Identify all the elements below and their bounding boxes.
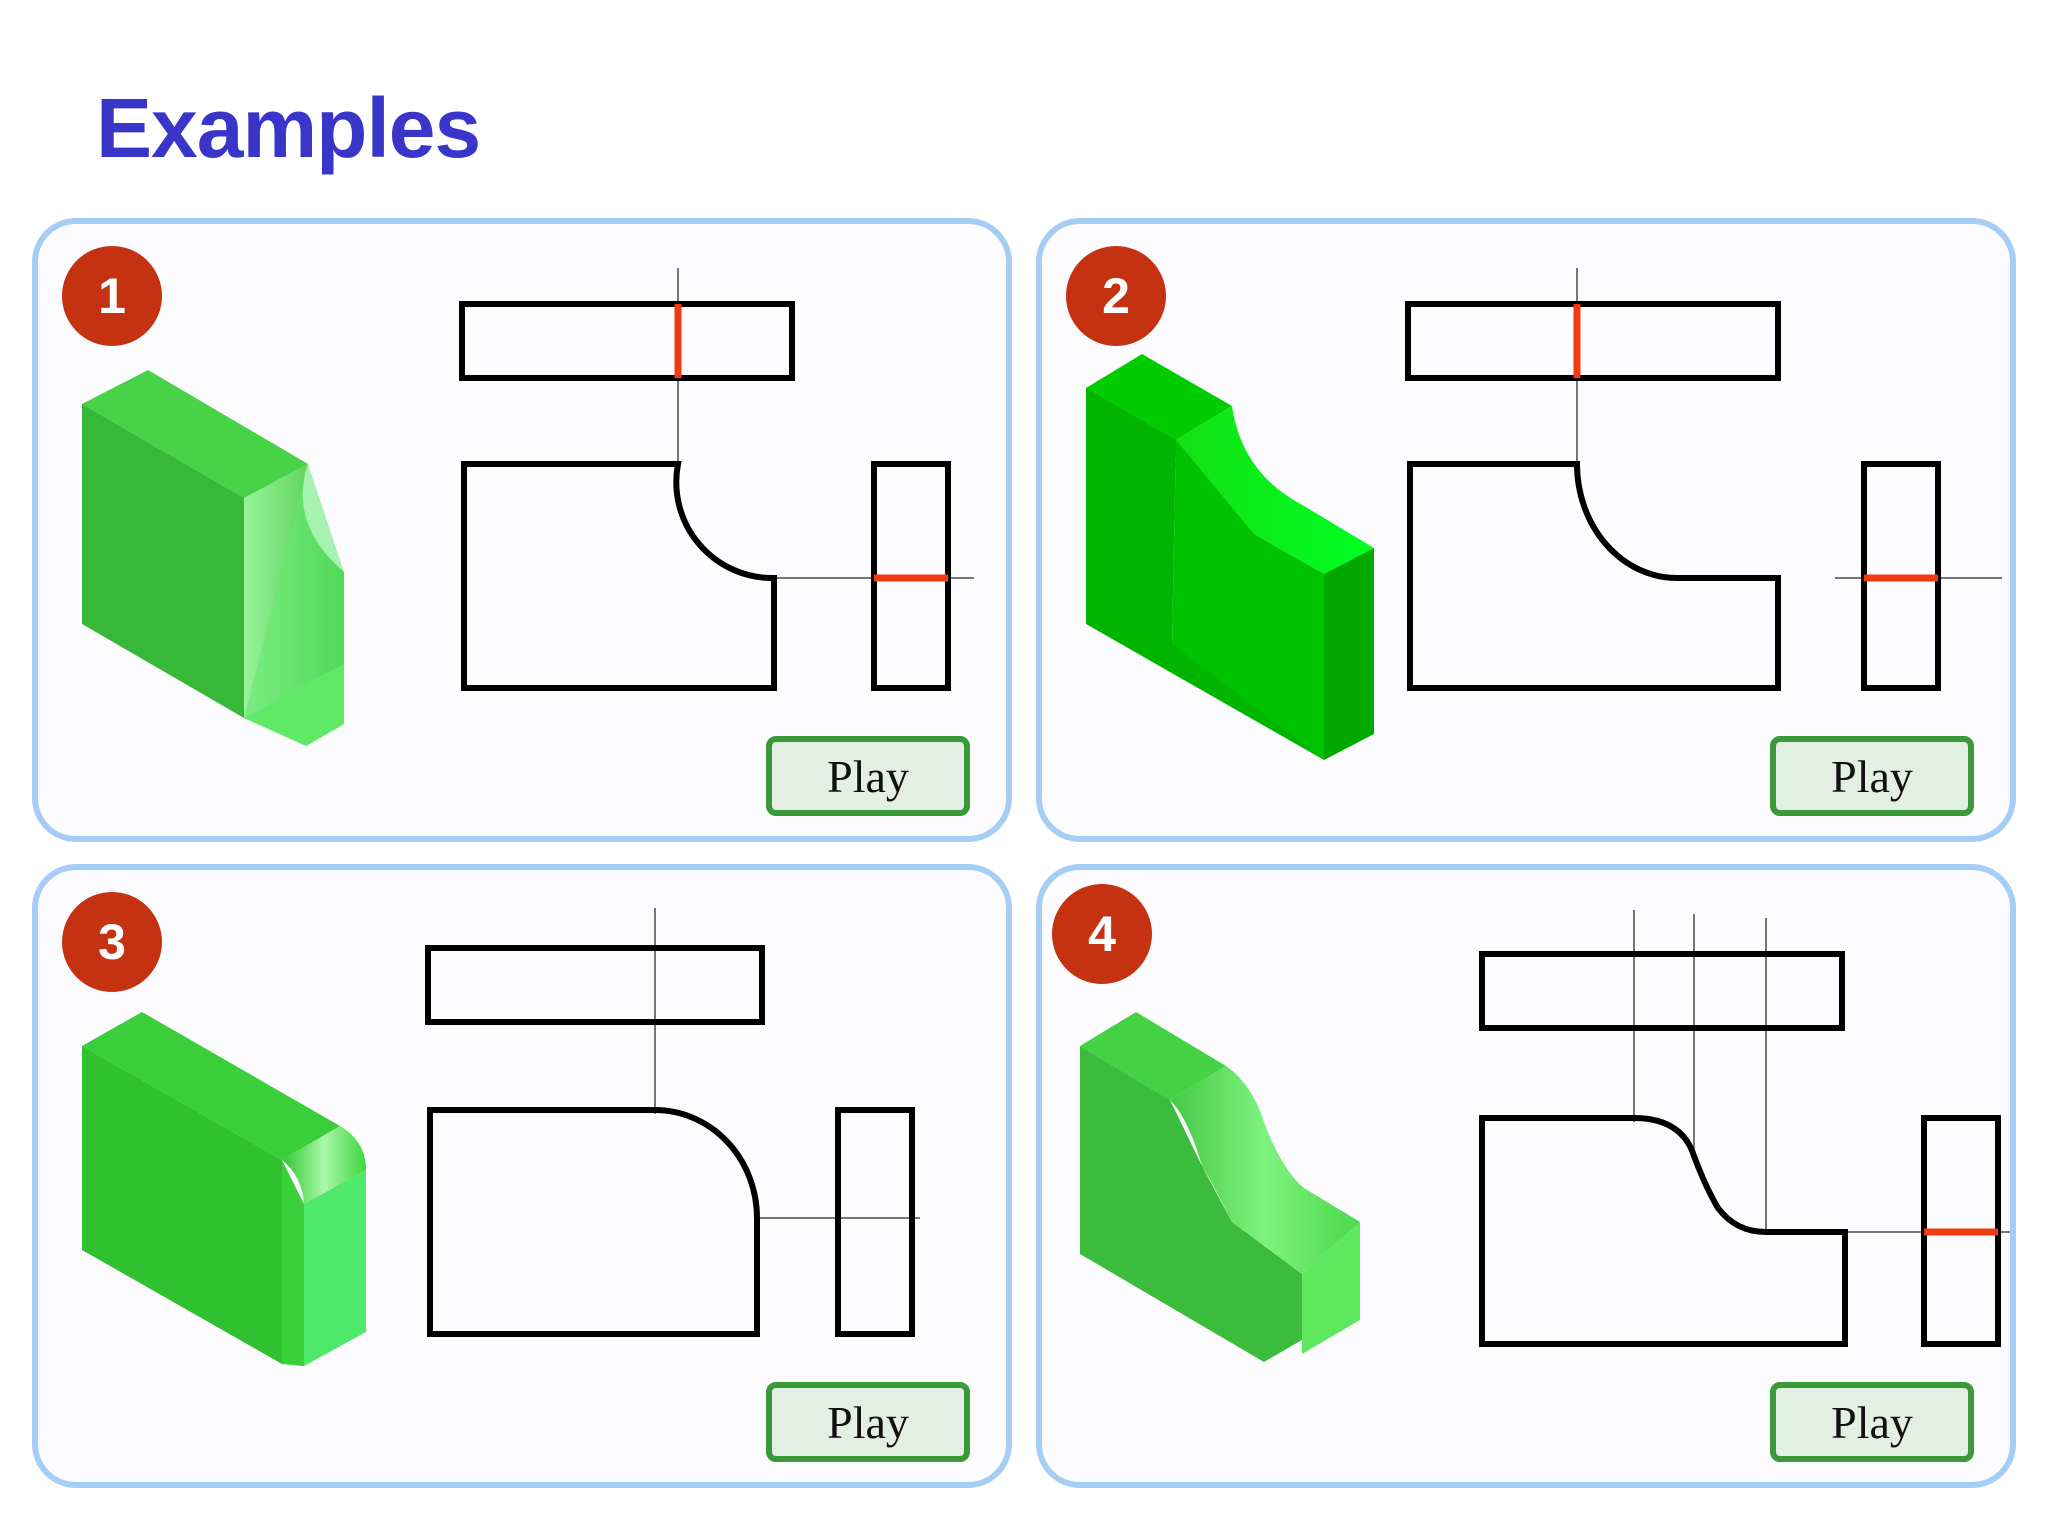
example-badge-4: 4	[1052, 884, 1152, 984]
example-3-drawing	[82, 908, 920, 1366]
front-view	[427, 1107, 760, 1337]
top-view	[425, 945, 765, 1025]
front-view	[1479, 1115, 1848, 1347]
example-4-solid	[1080, 1012, 1360, 1362]
example-2-solid	[1086, 354, 1374, 760]
example-3-solid	[82, 1012, 366, 1366]
example-badge-3: 3	[62, 892, 162, 992]
play-button-3[interactable]: Play	[766, 1382, 970, 1462]
example-panel-3: 3 Play	[32, 864, 1012, 1488]
play-button-4[interactable]: Play	[1770, 1382, 1974, 1462]
example-badge-1: 1	[62, 246, 162, 346]
top-view	[1405, 301, 1781, 381]
example-panel-4: 4 Play	[1036, 864, 2016, 1488]
front-view	[461, 461, 777, 691]
example-1-drawing	[82, 268, 974, 746]
example-panel-1: 1 Play	[32, 218, 1012, 842]
side-view	[835, 1107, 915, 1337]
front-view	[1407, 461, 1781, 691]
play-button-2[interactable]: Play	[1770, 736, 1974, 816]
top-view	[459, 301, 795, 381]
example-2-drawing	[1086, 268, 2002, 760]
play-button-1[interactable]: Play	[766, 736, 970, 816]
top-view	[1479, 951, 1845, 1031]
example-badge-2: 2	[1066, 246, 1166, 346]
page-title: Examples	[96, 81, 481, 175]
example-1-solid	[82, 370, 344, 746]
example-4-drawing	[1080, 910, 2010, 1362]
example-panel-2: 2 Play	[1036, 218, 2016, 842]
